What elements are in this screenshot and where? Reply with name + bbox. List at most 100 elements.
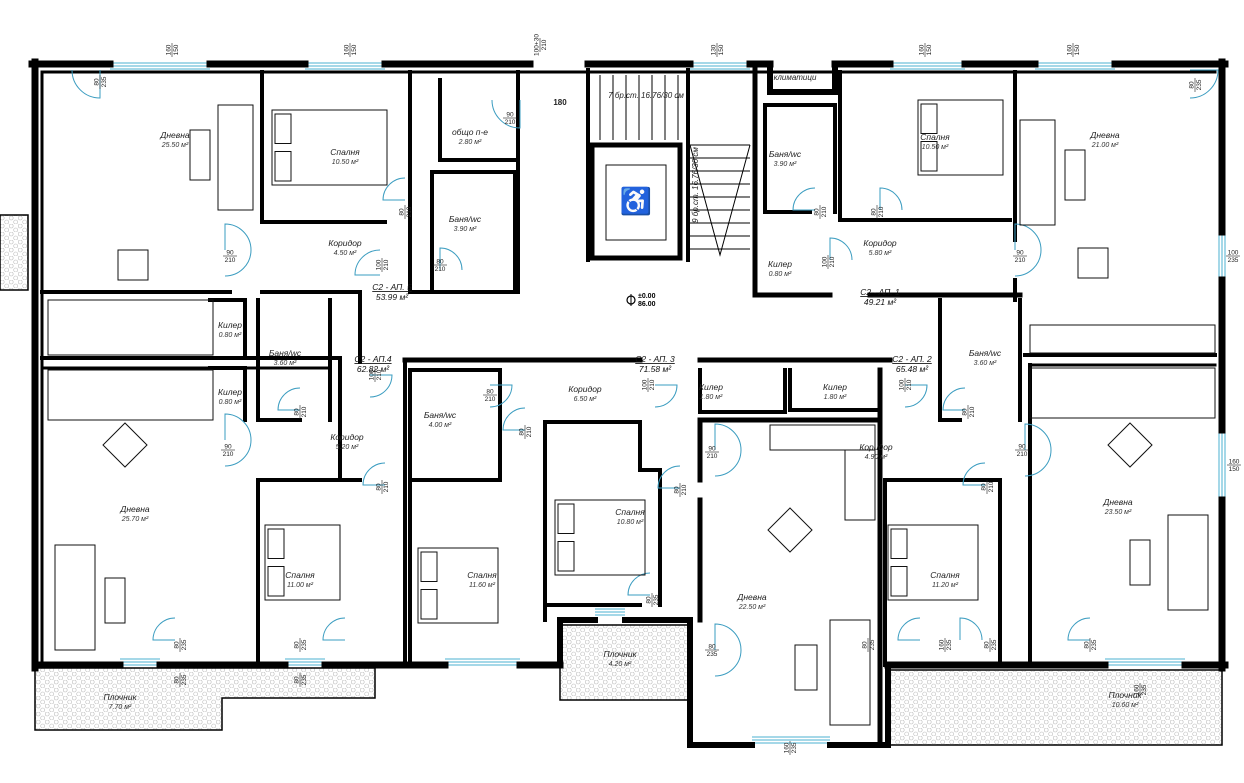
opening-height: 210	[1015, 257, 1026, 264]
opening-width: 90	[226, 250, 234, 257]
door-swing	[904, 384, 928, 408]
room-area: 3.90 м²	[774, 161, 797, 168]
pillow-icon	[920, 103, 938, 134]
room-label: общо п-е2.80 м²	[452, 127, 488, 146]
room-area: 10.60 м²	[1112, 702, 1139, 709]
opening-height: 235	[301, 674, 308, 685]
door-swing	[369, 374, 393, 398]
opening-width: 100+30	[534, 34, 541, 56]
window	[110, 62, 210, 70]
window	[120, 658, 160, 666]
opening-height: 235	[991, 639, 998, 650]
labels-layer: климатици 7 бр.ст. 16.76/30 см 9 бр.ст. …	[94, 34, 1241, 755]
opening-width: 100	[369, 369, 376, 380]
apartment-label: C2 - АП. 149.21 м²	[860, 287, 900, 307]
room-name: Плочник	[1108, 690, 1142, 700]
apartment-area: 65.48 м²	[896, 364, 929, 374]
room-name: Коридор	[863, 238, 897, 248]
opening-width: 160	[939, 639, 946, 650]
opening-height: 150	[351, 44, 358, 55]
windows-layer	[110, 62, 1226, 744]
door-swing	[627, 572, 651, 596]
opening-height: 210	[906, 379, 913, 390]
elevation-marker: ±0.00 86.00	[626, 293, 656, 308]
opening-height: 235	[1196, 79, 1203, 90]
room-area: 4.90 м²	[865, 454, 888, 461]
opening-height: 210	[526, 426, 533, 437]
room-area: 4.00 м²	[429, 422, 452, 429]
pillow-icon	[267, 566, 285, 597]
opening-height: 210	[406, 206, 413, 217]
door-swing	[714, 623, 742, 677]
opening-height: 210	[681, 484, 688, 495]
opening-width: 90	[1018, 444, 1026, 451]
room-area: 22.50 м²	[738, 604, 766, 611]
room-label: Баня/wc3.90 м²	[769, 149, 802, 168]
kitchen-counter-icon	[47, 299, 214, 356]
opening-width: 80	[814, 208, 821, 216]
doors-layer	[71, 69, 1219, 677]
apartment-name: C2 - АП. 3	[635, 354, 675, 364]
room-name: Баня/wc	[969, 348, 1002, 358]
kitchen-counter-icon	[1029, 324, 1216, 354]
opening-height: 210	[821, 206, 828, 217]
bed-icon	[887, 524, 979, 601]
plochnik-right-paving	[887, 669, 1223, 746]
opening-height: 235	[946, 639, 953, 650]
room-name: Спалня	[930, 570, 960, 580]
room-name: Дневна	[119, 504, 150, 514]
opening-height: 210	[223, 451, 234, 458]
opening-width: 90	[1016, 250, 1024, 257]
elevation-top: ±0.00	[638, 293, 656, 300]
opening-width: 80	[486, 389, 494, 396]
opening-height: 235	[791, 742, 798, 753]
staircase	[599, 75, 751, 257]
window	[595, 608, 625, 616]
window	[1035, 62, 1115, 70]
room-name: Спалня	[920, 132, 950, 142]
opening-height: 235	[181, 674, 188, 685]
opening-height: 235	[301, 639, 308, 650]
door-swing	[829, 237, 853, 261]
opening-width: 80	[294, 641, 301, 649]
door-swing	[959, 617, 983, 641]
opening-height: 210	[383, 259, 390, 270]
window	[1218, 232, 1226, 280]
room-area: 6.50 м²	[574, 396, 597, 403]
paving-side-paving	[0, 214, 29, 291]
opening-height: 210	[435, 266, 446, 273]
window	[690, 62, 750, 70]
door-swing	[152, 617, 176, 641]
opening-width: 80	[981, 483, 988, 491]
opening-height: 210	[1017, 451, 1028, 458]
room-label: Баня/wc3.60 м²	[269, 348, 302, 367]
room-area: 1.80 м²	[700, 394, 723, 401]
opening-height: 210	[383, 481, 390, 492]
opening-height: 150	[718, 44, 725, 55]
door-swing	[362, 462, 386, 486]
door-swing	[897, 617, 921, 641]
opening-width: 80	[1084, 641, 1091, 649]
opening-height: 150	[1229, 466, 1240, 473]
apartment-name: C2 - АП. 2	[892, 354, 932, 364]
walls-layer	[28, 58, 1229, 748]
door-swing	[1067, 617, 1091, 641]
opening-width: 80	[871, 208, 878, 216]
door-swing	[224, 413, 252, 467]
door-swing	[942, 387, 966, 411]
